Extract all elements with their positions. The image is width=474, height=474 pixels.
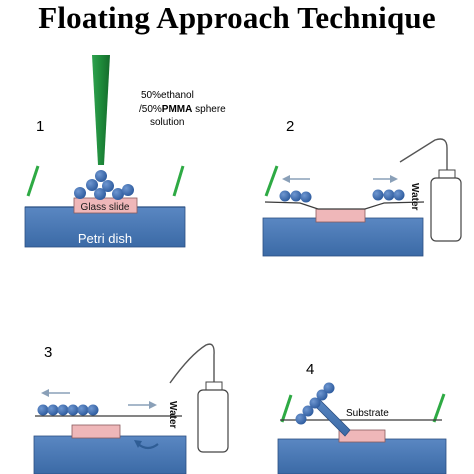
sphere bbox=[102, 180, 114, 192]
dish-wall-right bbox=[172, 165, 185, 197]
pmma-spheres-left bbox=[279, 190, 312, 203]
wash-bottle bbox=[169, 343, 229, 453]
water-surface bbox=[264, 201, 425, 210]
step-3-number: 3 bbox=[44, 344, 52, 361]
glass-slide bbox=[73, 197, 138, 214]
pmma-spheres-right bbox=[372, 189, 405, 201]
solution-label-line2-bold: PMMA bbox=[162, 104, 193, 115]
sphere bbox=[95, 170, 107, 182]
petri-dish-label: Petri dish bbox=[78, 231, 132, 246]
step-4: 4 Substrate bbox=[277, 361, 447, 474]
drain-arrow bbox=[137, 443, 159, 450]
sphere bbox=[37, 404, 49, 416]
glass-slide bbox=[315, 208, 366, 223]
sphere bbox=[372, 189, 384, 201]
solution-label-line2: /50%PMMA sphere bbox=[139, 104, 226, 115]
glass-slide bbox=[71, 424, 121, 439]
solution-label-line2-prefix: /50% bbox=[139, 104, 162, 115]
water-label: Water bbox=[167, 401, 178, 429]
sphere bbox=[393, 189, 405, 201]
dish-wall-left bbox=[280, 394, 293, 423]
dish-wall-left bbox=[264, 165, 279, 197]
step-2: 2 Water bbox=[262, 118, 462, 257]
sphere bbox=[112, 188, 124, 200]
step-1-number: 1 bbox=[36, 118, 44, 135]
solution-label-line2-suffix: sphere bbox=[192, 104, 226, 115]
petri-dish bbox=[262, 217, 424, 257]
wash-bottle bbox=[399, 138, 462, 242]
sphere bbox=[383, 189, 395, 201]
petri-dish bbox=[277, 438, 447, 474]
dish-wall-left bbox=[26, 165, 40, 197]
sphere bbox=[67, 404, 79, 416]
sphere bbox=[290, 190, 302, 202]
sphere bbox=[94, 188, 106, 200]
sphere bbox=[57, 404, 69, 416]
sphere bbox=[300, 191, 312, 203]
arrow-left-head bbox=[41, 389, 49, 397]
arrow-left-head bbox=[282, 175, 290, 183]
sphere bbox=[74, 187, 86, 199]
step-1: 1 50%ethanol /50%PMMA sphere solution Pe… bbox=[24, 55, 226, 248]
solution-label-line1: 50%ethanol bbox=[141, 90, 194, 101]
sphere bbox=[47, 404, 59, 416]
pmma-spheres bbox=[74, 170, 134, 200]
arrow-right-head bbox=[390, 175, 398, 183]
dish-wall-right bbox=[432, 393, 446, 423]
pmma-spheres-transfer bbox=[295, 382, 335, 425]
petri-dish bbox=[24, 206, 186, 248]
petri-dish bbox=[33, 435, 187, 474]
sphere bbox=[86, 179, 98, 191]
sphere bbox=[309, 397, 321, 409]
step-3: 3 Water bbox=[33, 343, 229, 474]
sphere bbox=[316, 389, 328, 401]
water-label: Water bbox=[409, 183, 420, 211]
pipette bbox=[92, 55, 110, 165]
step-4-number: 4 bbox=[306, 361, 314, 378]
page-title: Floating Approach Technique bbox=[38, 0, 436, 35]
sphere bbox=[295, 413, 307, 425]
sphere bbox=[302, 405, 314, 417]
step-2-number: 2 bbox=[286, 118, 294, 135]
solution-label-line3: solution bbox=[150, 117, 184, 128]
sphere bbox=[279, 190, 291, 202]
sphere bbox=[122, 184, 134, 196]
glass-slide bbox=[338, 429, 386, 443]
sphere bbox=[77, 404, 89, 416]
arrow-right-head bbox=[149, 401, 157, 409]
substrate-label: Substrate bbox=[346, 408, 389, 419]
glass-slide-label: Glass slide bbox=[81, 202, 130, 213]
drain-arrow-head bbox=[134, 440, 142, 448]
pmma-spheres-monolayer bbox=[37, 404, 99, 416]
sphere bbox=[87, 404, 99, 416]
sphere bbox=[323, 382, 335, 394]
